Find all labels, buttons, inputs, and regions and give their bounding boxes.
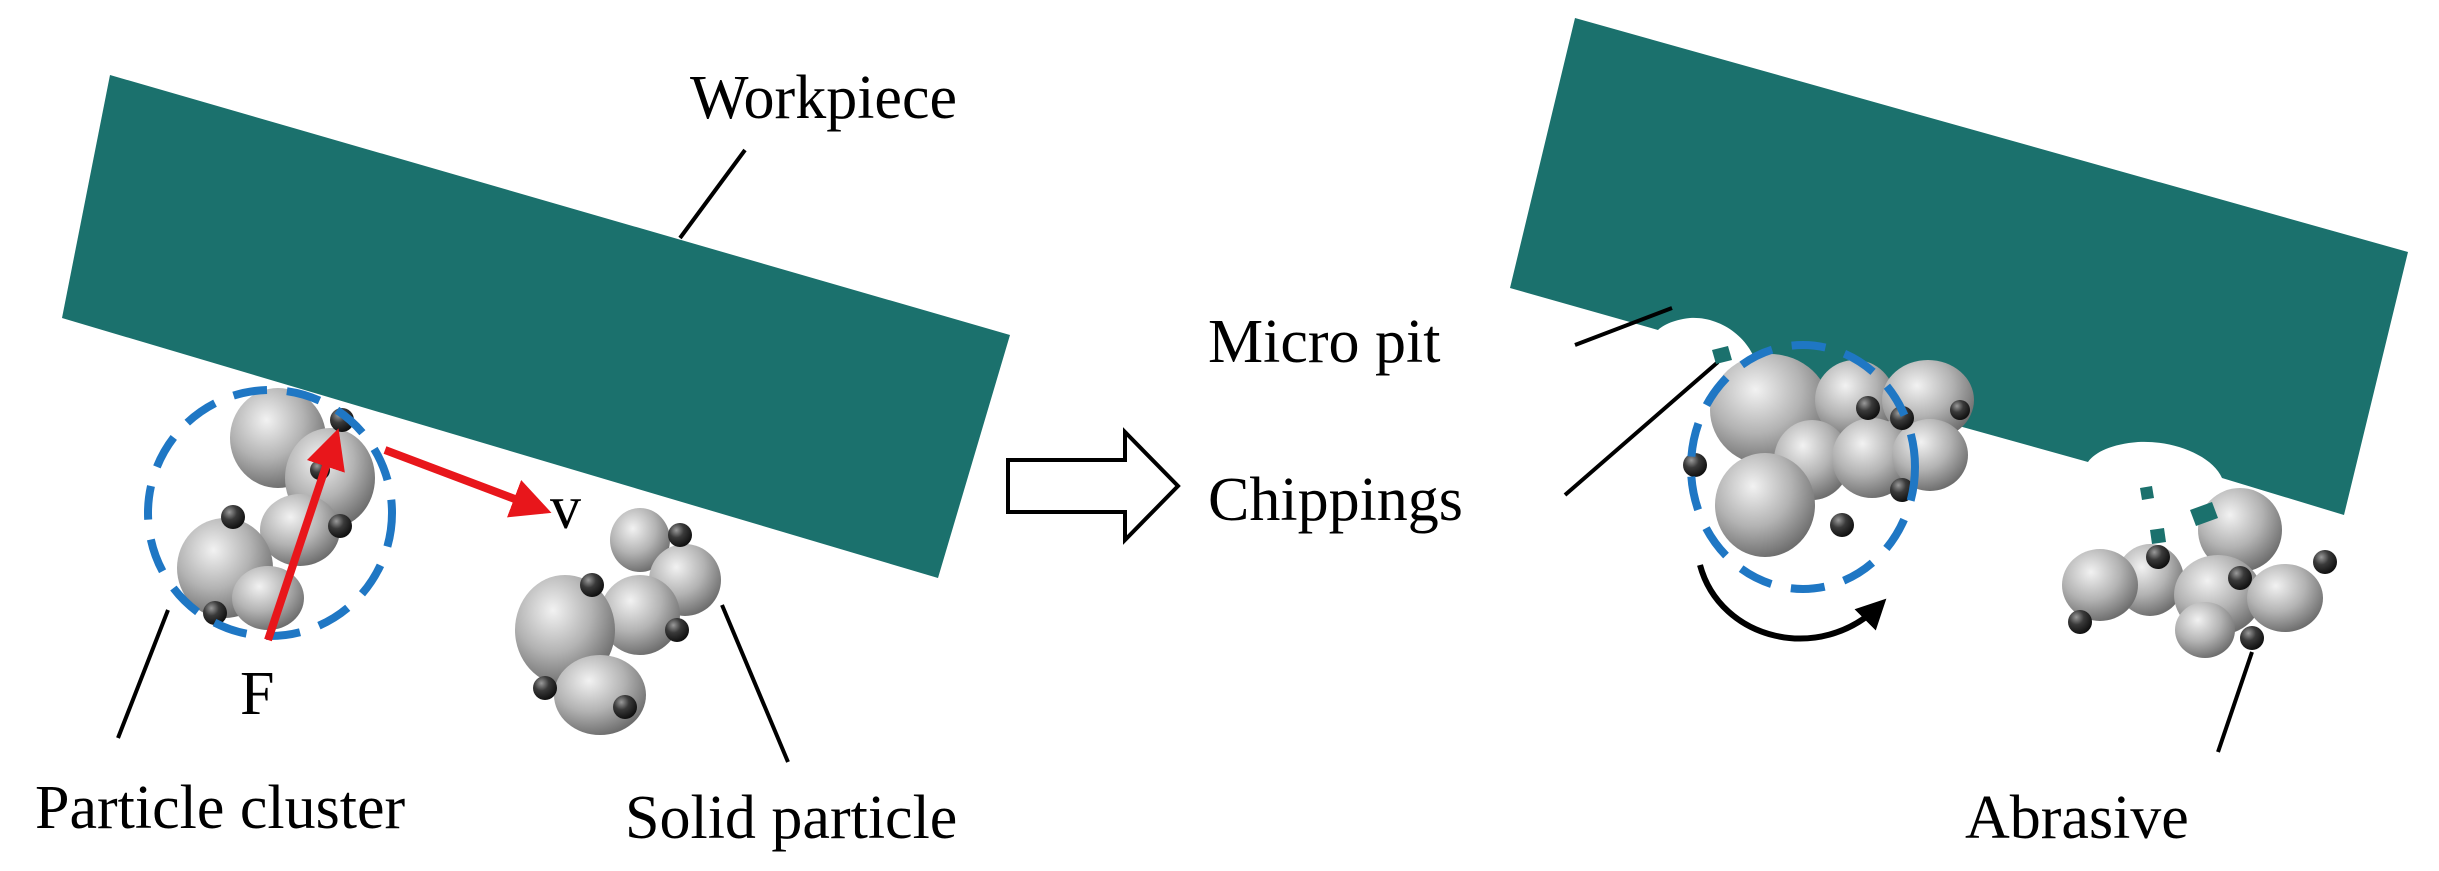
workpiece-leader bbox=[678, 148, 747, 240]
abrasive-chippings bbox=[2140, 486, 2218, 544]
workpiece-right bbox=[1510, 18, 2408, 515]
particle-cluster-label: Particle cluster bbox=[35, 774, 405, 842]
solid-particle-label: Solid particle bbox=[625, 784, 957, 852]
rotating-cluster-ring bbox=[1687, 341, 1919, 593]
micro-pit-label: Micro pit bbox=[1208, 308, 1440, 376]
hollow-right-arrow-icon bbox=[1006, 427, 1181, 545]
particle-cluster bbox=[177, 388, 375, 630]
force-arrow bbox=[264, 428, 345, 642]
chippings-label: Chippings bbox=[1208, 466, 1463, 534]
workpiece-left bbox=[62, 75, 1010, 578]
solid-particle bbox=[515, 508, 721, 735]
abrasive-particle bbox=[2062, 488, 2337, 658]
force-label: F bbox=[240, 660, 274, 728]
particle-cluster-leader bbox=[116, 609, 170, 739]
solid-particle-leader bbox=[720, 604, 790, 763]
velocity-label: v bbox=[550, 474, 581, 542]
rotating-particle-cluster bbox=[1683, 354, 1974, 557]
abrasive-leader bbox=[2216, 651, 2254, 753]
chippings-fragments bbox=[1712, 346, 1732, 364]
micro-pit-leader bbox=[1574, 306, 1673, 347]
chippings-leader bbox=[1563, 360, 1720, 497]
abrasive-label: Abrasive bbox=[1965, 784, 2189, 852]
workpiece-label: Workpiece bbox=[690, 64, 957, 132]
velocity-arrow bbox=[383, 446, 552, 518]
curved-rotation-arrow-icon bbox=[1697, 564, 1887, 642]
